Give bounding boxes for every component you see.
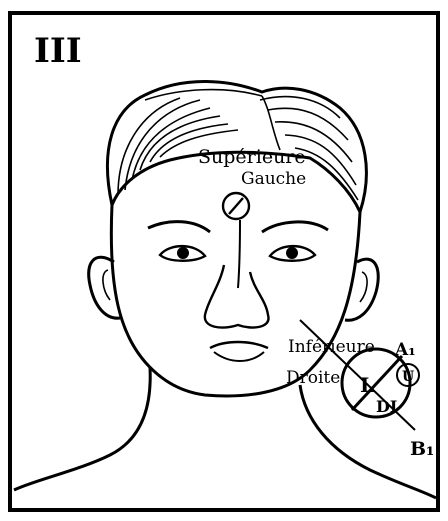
label-circle-di: DI — [376, 397, 397, 416]
label-superieure: Supérieure — [198, 146, 306, 168]
label-circle-u: U — [402, 369, 414, 385]
left-pupil — [177, 247, 189, 259]
plate-number: III — [34, 31, 82, 71]
midline — [238, 220, 240, 288]
label-circle-l: L — [360, 373, 374, 397]
upper-lip — [210, 342, 268, 348]
neck-left — [14, 368, 150, 490]
left-ear-inner — [103, 270, 110, 300]
right-eyebrow — [262, 222, 328, 232]
label-gauche: Gauche — [241, 169, 306, 189]
hair-strands — [118, 90, 358, 200]
forehead-marker-slash — [229, 198, 243, 214]
label-inferieure: Inférieure — [288, 337, 375, 357]
nose — [205, 265, 269, 328]
left-eyebrow — [148, 222, 210, 232]
label-droite: Droite — [286, 368, 340, 388]
lower-lip — [214, 352, 264, 361]
right-pupil — [286, 247, 298, 259]
label-a1: A₁ — [394, 340, 416, 360]
label-b1: B₁ — [410, 438, 434, 460]
right-ear-inner — [360, 272, 367, 302]
